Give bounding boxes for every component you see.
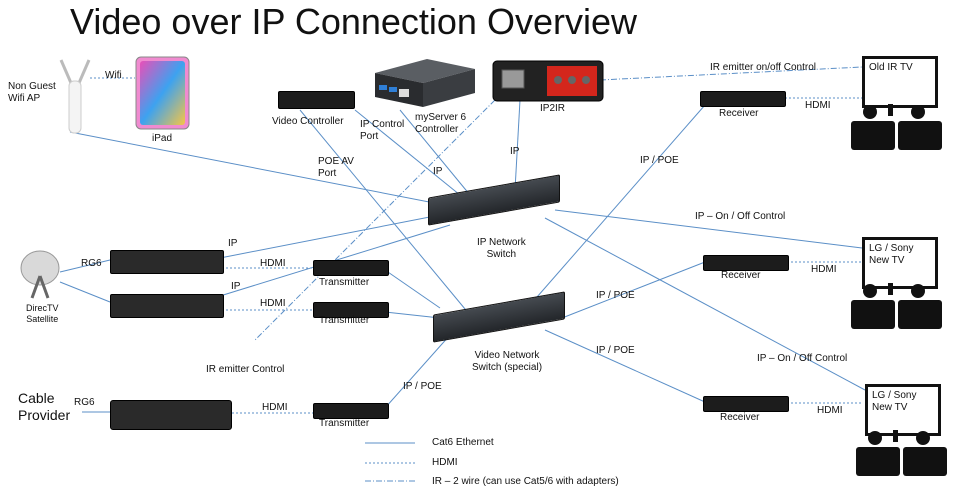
new-tv-2[interactable]: LG / Sony New TV — [865, 384, 941, 436]
myserver-label: myServer 6 Controller — [415, 112, 467, 135]
ip2ir-icon[interactable] — [492, 60, 604, 102]
wire-receiver2-to-videoswitch — [561, 261, 706, 319]
wire-transmitter1-to-videoswitch — [384, 269, 441, 309]
receiver-3-label: Receiver — [720, 412, 760, 423]
ip-network-switch-label: IP Network Switch — [477, 237, 526, 260]
wire-ipswitch-to-tv3 — [544, 217, 866, 391]
rg6-label-directv: RG6 — [81, 258, 102, 269]
transmitter-1[interactable] — [313, 260, 389, 276]
transmitter-3[interactable] — [313, 403, 389, 419]
wifi-ap-icon — [59, 59, 91, 134]
ir-ip2ir-to-directv — [254, 99, 496, 341]
wire-videoctrl-ctrl-to-ipswitch — [354, 109, 461, 196]
directv-receiver-2[interactable] — [110, 294, 224, 318]
receiver-2[interactable] — [703, 255, 789, 271]
poe-av-port-label: POE AV Port — [318, 156, 354, 179]
wire-ip2ir-to-ipswitch — [514, 99, 521, 191]
ip-poe-label-receiver2: IP / POE — [596, 290, 635, 301]
hdmi-label-directv2: HDMI — [260, 298, 286, 309]
cable-provider-label: Cable Provider — [18, 390, 71, 423]
old-ir-tv-label: Old IR TV — [869, 62, 913, 73]
ip-control-port-label: IP Control Port — [360, 119, 405, 142]
wire-myserver-to-ipswitch — [399, 109, 471, 196]
wifi-ap-label: Non Guest Wifi AP — [8, 81, 56, 104]
ip-onoff-label-tv3: IP – On / Off Control — [757, 353, 848, 364]
hdmi-label-receiver2: HDMI — [811, 264, 837, 275]
hdmi-label-cable: HDMI — [262, 402, 288, 413]
ip-poe-label-receiver3: IP / POE — [596, 345, 635, 356]
wire-transmitter3-to-videoswitch — [384, 334, 451, 409]
video-controller-label: Video Controller — [272, 116, 344, 127]
old-ir-tv[interactable]: Old IR TV — [862, 56, 938, 108]
page-title: Video over IP Connection Overview — [70, 1, 637, 42]
wire-transmitter2-to-videoswitch — [384, 311, 441, 319]
wire-wifi-to-ipswitch — [69, 131, 461, 209]
receiver-3[interactable] — [703, 396, 789, 412]
new-tv-1-label: LG / Sony New TV — [869, 243, 914, 266]
wire-ipswitch-to-tv2 — [554, 209, 863, 249]
ir-onoff-label: IR emitter on/off Control — [710, 62, 816, 73]
legend-ir-label: IR – 2 wire (can use Cat5/6 with adapter… — [432, 476, 619, 487]
ip-label-myserver: IP — [433, 166, 443, 177]
myserver-icon[interactable] — [367, 55, 479, 110]
wire-directv1-to-ipswitch — [219, 214, 441, 259]
viewers-icon-2 — [851, 283, 942, 329]
new-tv-2-label: LG / Sony New TV — [872, 390, 917, 413]
ir-emitter-control-label: IR emitter Control — [206, 364, 285, 375]
transmitter-2[interactable] — [313, 302, 389, 318]
video-network-switch-label: Video Network Switch (special) — [472, 350, 543, 373]
wire-directv-rg6-1 — [59, 259, 111, 273]
ipad-label: iPad — [152, 133, 173, 144]
viewers-icon-1 — [851, 104, 942, 150]
receiver-1[interactable] — [700, 91, 786, 107]
hdmi-label-directv1: HDMI — [260, 258, 286, 269]
ipad-icon — [135, 56, 190, 130]
transmitter-2-label: Transmitter — [319, 315, 370, 326]
directv-label: DirecTV Satellite — [26, 303, 59, 324]
ip2ir-label: IP2IR — [540, 103, 566, 114]
wifi-link-label: Wifi — [105, 70, 122, 81]
ip-poe-label-transmitter3: IP / POE — [403, 381, 442, 392]
satellite-dish-icon — [20, 250, 60, 299]
ip-label-ip2ir: IP — [510, 146, 520, 157]
legend-hdmi-label: HDMI — [432, 457, 458, 468]
wire-videoctrl-poe-to-videoswitch — [299, 109, 471, 316]
ip-poe-label-receiver1: IP / POE — [640, 155, 679, 166]
viewers-icon-3 — [856, 430, 947, 476]
wire-receiver3-to-videoswitch — [544, 329, 706, 403]
hdmi-label-receiver1: HDMI — [805, 100, 831, 111]
rg6-label-cable: RG6 — [74, 397, 95, 408]
directv-receiver-1[interactable] — [110, 250, 224, 274]
new-tv-1[interactable]: LG / Sony New TV — [862, 237, 938, 289]
wire-receiver1-to-videoswitch — [529, 104, 706, 306]
ip-label-directv2: IP — [231, 281, 241, 292]
cable-box[interactable] — [110, 400, 232, 430]
legend-ethernet-label: Cat6 Ethernet — [432, 437, 494, 448]
ip-label-directv1: IP — [228, 238, 238, 249]
video-controller-box[interactable] — [278, 91, 355, 109]
wire-directv-rg6-2 — [59, 281, 111, 303]
hdmi-label-receiver3: HDMI — [817, 405, 843, 416]
transmitter-1-label: Transmitter — [319, 277, 370, 288]
receiver-1-label: Receiver — [719, 108, 759, 119]
ip-onoff-label-tv2: IP – On / Off Control — [695, 211, 786, 222]
receiver-2-label: Receiver — [721, 270, 761, 281]
transmitter-3-label: Transmitter — [319, 418, 370, 429]
